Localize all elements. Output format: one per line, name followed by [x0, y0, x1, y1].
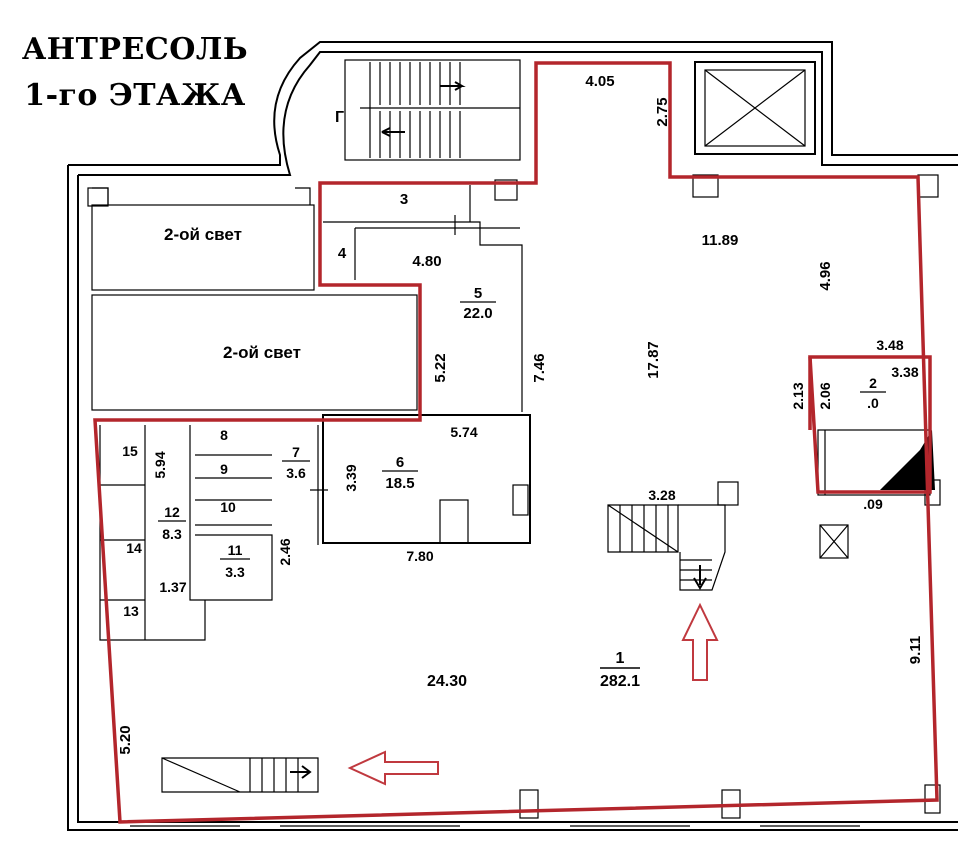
dim-7-46: 7.46: [531, 353, 548, 382]
room-11-area: 3.3: [225, 564, 245, 580]
room-14-number: 14: [126, 540, 142, 556]
dim-09: .09: [863, 496, 883, 512]
room-12-number: 12: [164, 504, 180, 520]
room-5-area: 22.0: [463, 305, 492, 322]
dim-2-46: 2.46: [277, 538, 293, 565]
room-9-number: 9: [220, 461, 228, 477]
room-2-area: .0: [867, 395, 879, 411]
dim-4-96: 4.96: [817, 261, 834, 290]
dim-4-05: 4.05: [585, 73, 614, 90]
dim-9-11: 9.11: [907, 636, 924, 664]
second-light-2: 2-ой свет: [223, 343, 301, 362]
dim-3-38: 3.38: [891, 364, 918, 380]
dim-5-74: 5.74: [450, 424, 477, 440]
dim-4-80: 4.80: [412, 253, 441, 270]
exit-arrow-up: [681, 602, 719, 681]
room-12-area: 8.3: [162, 526, 182, 542]
dim-5-22: 5.22: [432, 353, 449, 382]
room-6-number: 6: [396, 454, 404, 471]
room-7-number: 7: [292, 444, 300, 460]
exit-arrow-left: [347, 750, 439, 786]
stair-label: Г: [335, 109, 344, 126]
room-15-number: 15: [122, 443, 138, 459]
room-1-area: 282.1: [600, 673, 640, 690]
premises-outline: [93, 61, 939, 824]
dim-7-80: 7.80: [406, 548, 433, 564]
room-6-area: 18.5: [385, 475, 414, 492]
dim-17-87: 17.87: [645, 341, 662, 379]
building-walls: [67, 41, 958, 831]
dim-3-39: 3.39: [343, 464, 359, 491]
room-5-number: 5: [474, 285, 482, 302]
dim-5-20: 5.20: [117, 725, 134, 754]
dim-2-75: 2.75: [654, 97, 671, 126]
dim-5-94: 5.94: [152, 451, 168, 478]
plan-title-line1: АНТРЕСОЛЬ: [21, 32, 249, 67]
dim-2-13: 2.13: [790, 382, 806, 409]
plan-title-line2: 1-го ЭТАЖА: [24, 78, 246, 113]
dim-4: 4: [338, 245, 347, 262]
labels: Г 2-ой свет 2-ой свет 4.05 2.75 3 11.89 …: [117, 73, 924, 755]
dim-3: 3: [400, 191, 408, 208]
room-1-number: 1: [616, 650, 625, 667]
dim-3-28: 3.28: [648, 487, 675, 503]
room-7-area: 3.6: [286, 465, 306, 481]
room-11-number: 11: [228, 542, 243, 558]
room-10-number: 10: [220, 499, 236, 515]
dim-1-37: 1.37: [159, 579, 186, 595]
room-13-number: 13: [123, 603, 139, 619]
room-2-number: 2: [869, 375, 877, 391]
dim-24-30: 24.30: [427, 673, 467, 690]
dim-2-06: 2.06: [817, 382, 833, 409]
dim-11-89: 11.89: [702, 232, 739, 249]
second-light-1: 2-ой свет: [164, 225, 242, 244]
room-8-number: 8: [220, 427, 228, 443]
dim-3-48: 3.48: [876, 337, 903, 353]
